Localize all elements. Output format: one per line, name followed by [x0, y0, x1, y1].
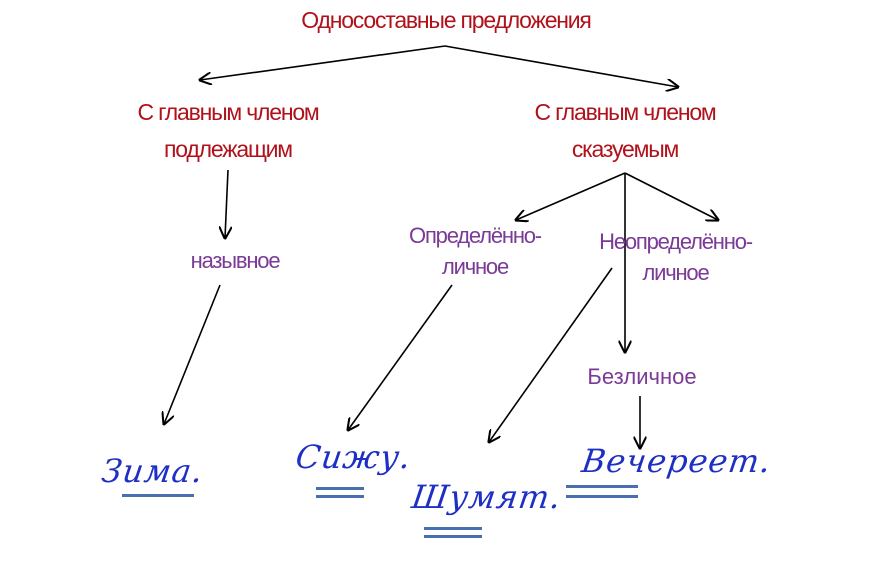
type-indefinite-line1: Неопределённо- [599, 229, 753, 254]
branch-subject-line2: подлежащим [164, 135, 293, 162]
arrow-indefinite-to-example [489, 267, 613, 442]
underline-predicate-bottom [566, 495, 638, 498]
arrow-root-to-predicate [444, 45, 678, 87]
branch-subject-line1: С главным членом [137, 99, 319, 125]
type-impersonal: Безличное [587, 364, 697, 389]
type-definite: Определённо- личное [395, 222, 555, 280]
arrow-nominative-to-example [164, 284, 221, 424]
arrow-subject-to-nominative [225, 169, 228, 238]
type-indefinite: Неопределённо- личное [588, 228, 763, 286]
underline-predicate-top [424, 527, 482, 530]
type-definite-line2: личное [441, 253, 509, 279]
branch-subject: С главным членом подлежащим [118, 98, 338, 164]
root-title: Односоставные предложения [301, 7, 592, 33]
arrow-definite-to-example [348, 284, 453, 430]
arrow-predicate-to-definite [516, 172, 626, 220]
example-nominative: Зима. [99, 452, 206, 490]
type-nominative: назывное [190, 248, 281, 273]
underline-predicate-bottom [316, 495, 364, 498]
example-indefinite: Шумят. [409, 478, 564, 516]
arrow-predicate-to-indefinite [624, 172, 718, 220]
example-definite: Сижу. [293, 438, 414, 476]
underline-predicate-bottom [424, 535, 482, 538]
underline-predicate-top [566, 485, 638, 488]
type-definite-line1: Определённо- [409, 223, 542, 248]
example-impersonal: Вечереет. [579, 442, 774, 480]
arrow-root-to-subject [200, 45, 446, 80]
type-indefinite-line2: личное [642, 259, 709, 285]
underline-predicate-top [316, 487, 364, 490]
underline-subject [122, 494, 194, 497]
branch-predicate: С главным членом сказуемым [515, 98, 735, 164]
branch-predicate-line1: С главным членом [534, 99, 716, 125]
branch-predicate-line2: сказуемым [571, 135, 679, 162]
